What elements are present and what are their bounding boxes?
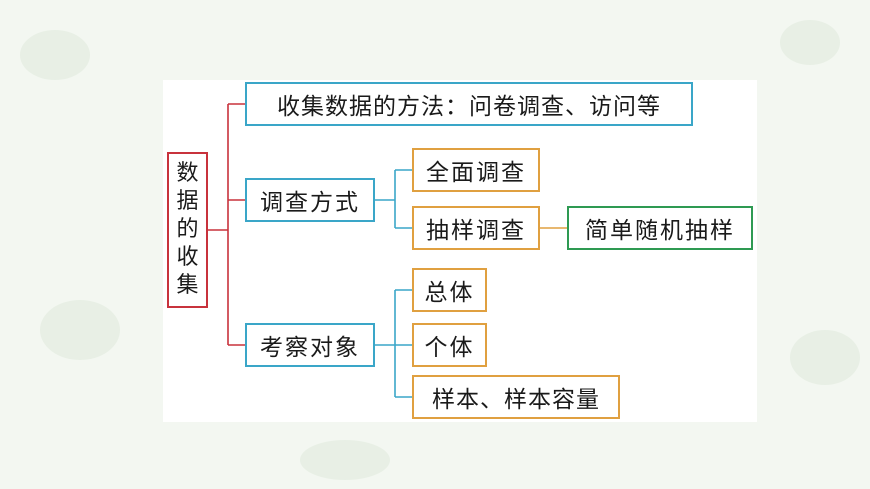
- survey-connectors: [375, 169, 412, 229]
- individual-node: 个体: [412, 323, 487, 367]
- survey-type-node: 调查方式: [245, 178, 375, 222]
- root-char: 的: [176, 217, 199, 242]
- root-connectors: [208, 103, 245, 346]
- background-leaf: [780, 20, 840, 65]
- root-node: 数 据 的 收 集: [167, 152, 208, 308]
- root-char: 集: [176, 273, 199, 298]
- root-char: 收: [176, 245, 199, 270]
- background-leaf: [300, 440, 390, 480]
- root-char: 据: [176, 189, 199, 214]
- full-survey-node: 全面调查: [412, 148, 540, 192]
- root-char: 数: [176, 161, 199, 186]
- sample-survey-node: 抽样调查: [412, 206, 540, 250]
- background-leaf: [40, 300, 120, 360]
- object-node: 考察对象: [245, 323, 375, 367]
- sample-node: 样本、样本容量: [412, 375, 620, 419]
- object-connectors: [375, 289, 412, 398]
- background-leaf: [790, 330, 860, 385]
- random-sampling-node: 简单随机抽样: [567, 206, 753, 250]
- methods-node: 收集数据的方法：问卷调查、访问等: [245, 82, 693, 126]
- background-leaf: [20, 30, 90, 80]
- population-node: 总体: [412, 268, 487, 312]
